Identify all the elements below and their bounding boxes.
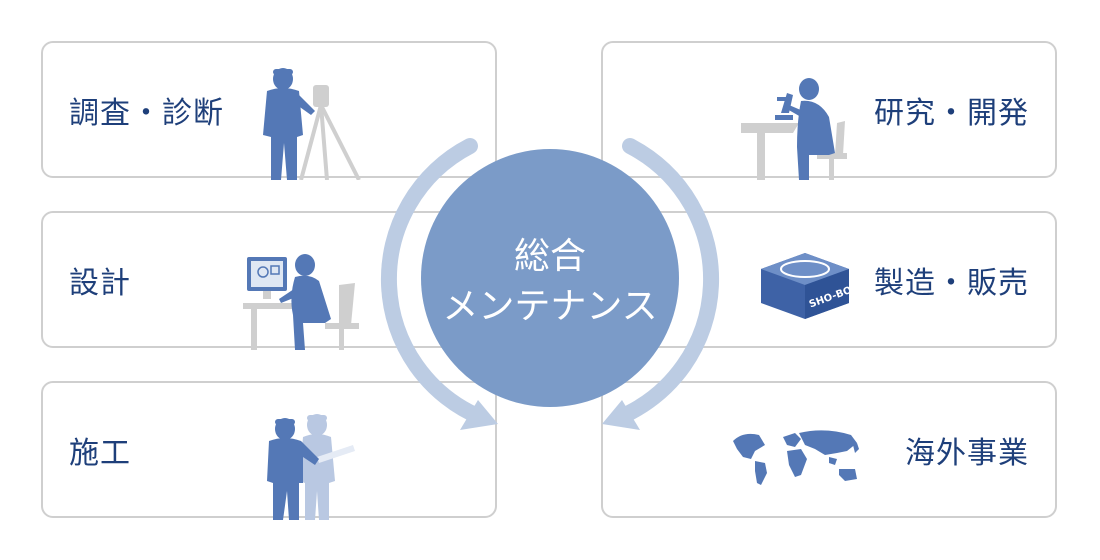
center-title-line2: メンテナンス: [442, 286, 658, 327]
surveyor-icon: [263, 68, 361, 180]
box-survey-diagnosis-label: 調査・診断: [69, 95, 224, 131]
box-overseas-business-label: 海外事業: [905, 435, 1029, 471]
box-construction: 施工: [41, 381, 497, 520]
world-map-icon: [733, 430, 859, 485]
box-design-label: 設計: [69, 265, 131, 301]
box-overseas-business: 海外事業: [601, 381, 1057, 518]
box-survey-diagnosis: 調査・診断: [41, 41, 497, 180]
center-circle: 総合 メンテナンス: [421, 149, 679, 407]
box-research-development: 研究・開発: [601, 41, 1057, 180]
construction-workers-icon: [267, 414, 355, 520]
center-title-line1: 総合: [513, 236, 586, 277]
box-manufacturing-sales-label: 製造・販売: [874, 265, 1029, 301]
researcher-microscope-icon: [741, 78, 847, 180]
box-construction-label: 施工: [69, 435, 131, 471]
box-research-development-label: 研究・開発: [874, 95, 1029, 131]
product-can-icon: SHO-BOND: [761, 253, 853, 319]
designer-at-computer-icon: [243, 254, 359, 350]
